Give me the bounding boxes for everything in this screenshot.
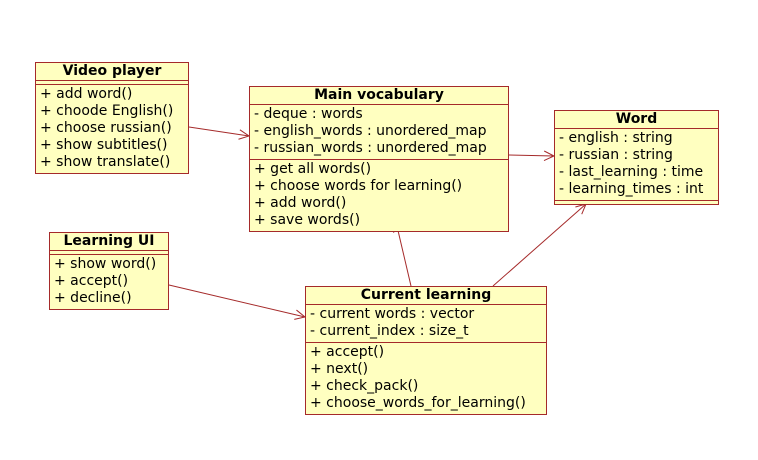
methods-section: + show word() + accept() + decline() <box>50 255 168 309</box>
method-row: + choose russian() <box>40 120 172 136</box>
attribute-row: - learning_times : int <box>559 181 704 197</box>
class-learning-ui: Learning UI + show word() + accept() + d… <box>49 232 169 310</box>
attribute-row: - last_learning : time <box>559 164 704 180</box>
association-line <box>168 284 306 318</box>
method-row: + choode English() <box>40 103 174 119</box>
class-name: Word <box>555 111 718 129</box>
association-line <box>492 203 587 287</box>
method-row: + accept() <box>310 344 385 360</box>
attributes-section <box>36 81 188 85</box>
class-name: Learning UI <box>50 233 168 251</box>
attribute-row: - english_words : unordered_map <box>254 123 487 139</box>
class-video-player: Video player + add word() + choode Engli… <box>35 62 189 174</box>
association-line <box>395 221 412 287</box>
class-name: Current learning <box>306 287 546 305</box>
attribute-row: - russian_words : unordered_map <box>254 140 487 156</box>
association-line <box>188 126 250 137</box>
method-row: + next() <box>310 361 369 377</box>
class-name: Main vocabulary <box>250 87 508 105</box>
attribute-row: - english : string <box>559 130 673 146</box>
attribute-row: - russian : string <box>559 147 673 163</box>
attributes-section: - english : string - russian : string - … <box>555 129 718 201</box>
method-row: + show subtitles() <box>40 137 168 153</box>
attribute-row: - current words : vector <box>310 306 475 322</box>
method-row: + decline() <box>54 290 132 306</box>
methods-section: + get all words() + choose words for lea… <box>250 160 508 231</box>
association-line <box>508 154 555 157</box>
attributes-section <box>50 251 168 255</box>
association-arrow-video-player-to-main-vocabulary <box>188 126 251 140</box>
attributes-section: - current words : vector - current_index… <box>306 305 546 343</box>
method-row: + show translate() <box>40 154 171 170</box>
method-row: + accept() <box>54 273 129 289</box>
class-word: Word - english : string - russian : stri… <box>554 110 719 205</box>
method-row: + check_pack() <box>310 378 419 394</box>
association-arrow-main-vocabulary-to-word <box>508 150 556 162</box>
class-main-vocabulary: Main vocabulary - deque : words - englis… <box>249 86 509 232</box>
methods-section <box>555 201 718 204</box>
method-row: + choose_words_for_learning() <box>310 395 526 411</box>
method-row: + save words() <box>254 212 361 228</box>
method-row: + show word() <box>54 256 157 272</box>
method-row: + choose words for learning() <box>254 178 463 194</box>
attributes-section: - deque : words - english_words : unorde… <box>250 105 508 160</box>
association-arrow-learning-ui-to-current-learning <box>168 284 307 320</box>
class-current-learning: Current learning - current words : vecto… <box>305 286 547 415</box>
methods-section: + accept() + next() + check_pack() + cho… <box>306 343 546 414</box>
method-row: + add word() <box>254 195 347 211</box>
methods-section: + add word() + choode English() + choose… <box>36 85 188 173</box>
class-name: Video player <box>36 63 188 81</box>
attribute-row: - current_index : size_t <box>310 323 469 339</box>
attribute-row: - deque : words <box>254 106 363 122</box>
method-row: + add word() <box>40 86 133 102</box>
method-row: + get all words() <box>254 161 372 177</box>
